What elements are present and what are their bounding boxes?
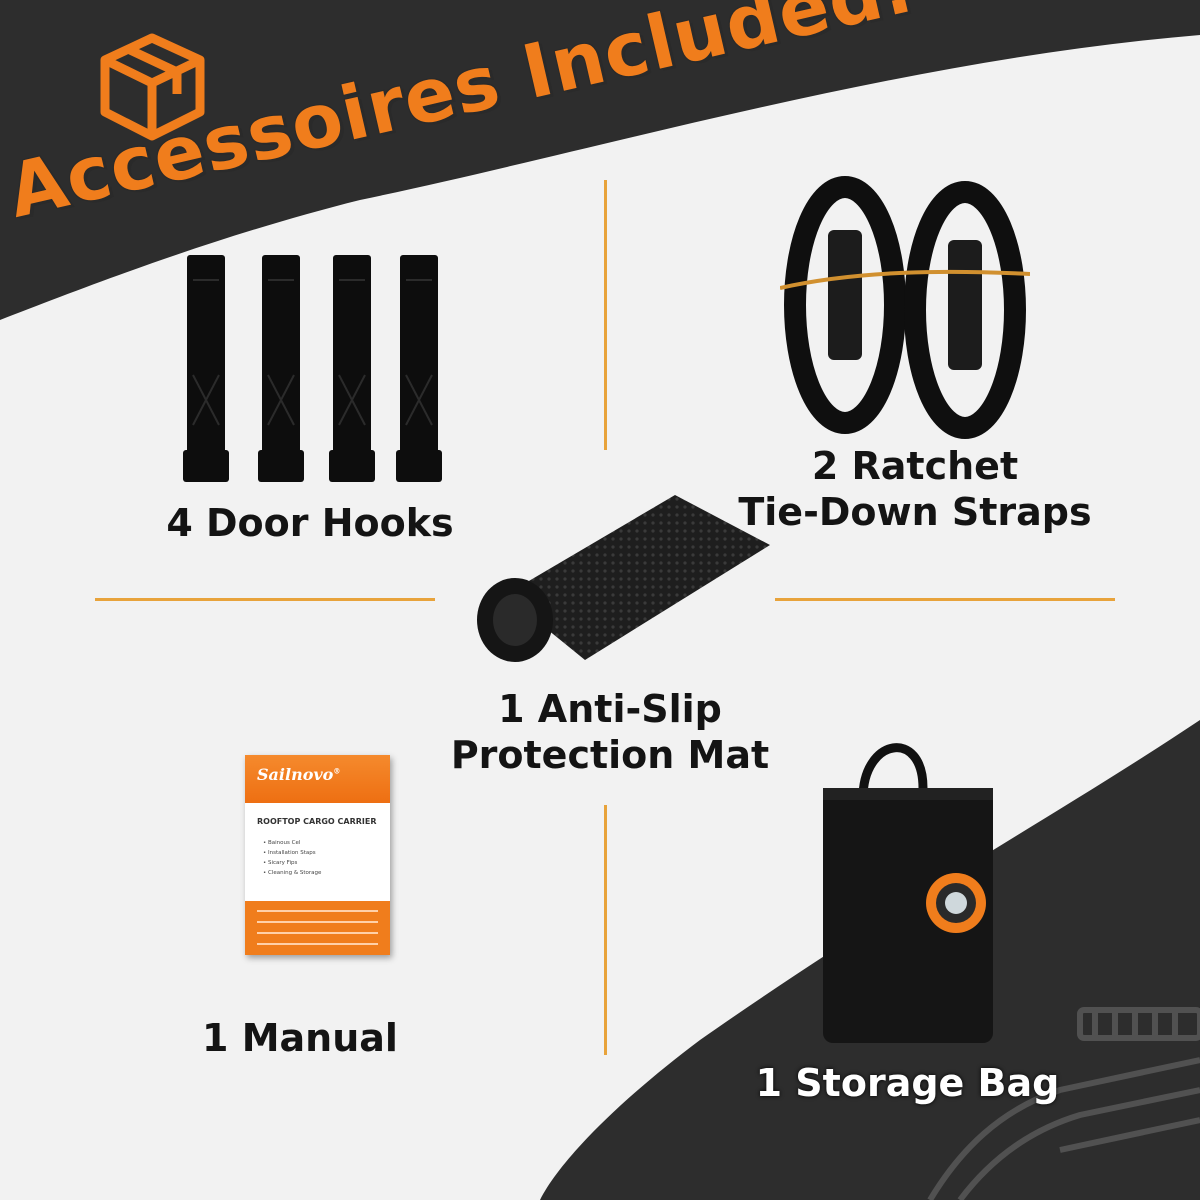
manual-title: ROOFTOP CARGO CARRIER (257, 817, 377, 826)
manual-list: Bainous Cel Installation Staps Sicary Fi… (263, 838, 390, 878)
label-ratchet-straps: 2 Ratchet Tie-Down Straps (738, 444, 1092, 534)
divider-horizontal-right (775, 598, 1115, 601)
label-anti-slip-mat: 1 Anti-Slip Protection Mat (450, 687, 770, 777)
divider-vertical-bottom (604, 805, 607, 1055)
manual-image: Sailnovo® ROOFTOP CARGO CARRIER Bainous … (245, 755, 390, 955)
car-roof-rack-icon (927, 1007, 1200, 1200)
anti-slip-mat-image (477, 495, 770, 662)
divider-horizontal-left (95, 598, 435, 601)
box-icon (100, 33, 205, 141)
label-door-hooks: 4 Door Hooks (166, 501, 454, 545)
ratchet-straps-image (780, 176, 1030, 439)
door-hooks-image (183, 255, 442, 482)
storage-bag-image (823, 743, 993, 1043)
manual-header: Sailnovo® (245, 755, 390, 803)
top-dark-band (0, 0, 1200, 320)
divider-vertical-top (604, 180, 607, 450)
label-storage-bag: 1 Storage Bag (755, 1061, 1060, 1105)
manual-brand: Sailnovo® (257, 765, 341, 784)
manual-footer (245, 901, 390, 955)
label-manual: 1 Manual (202, 1016, 398, 1060)
